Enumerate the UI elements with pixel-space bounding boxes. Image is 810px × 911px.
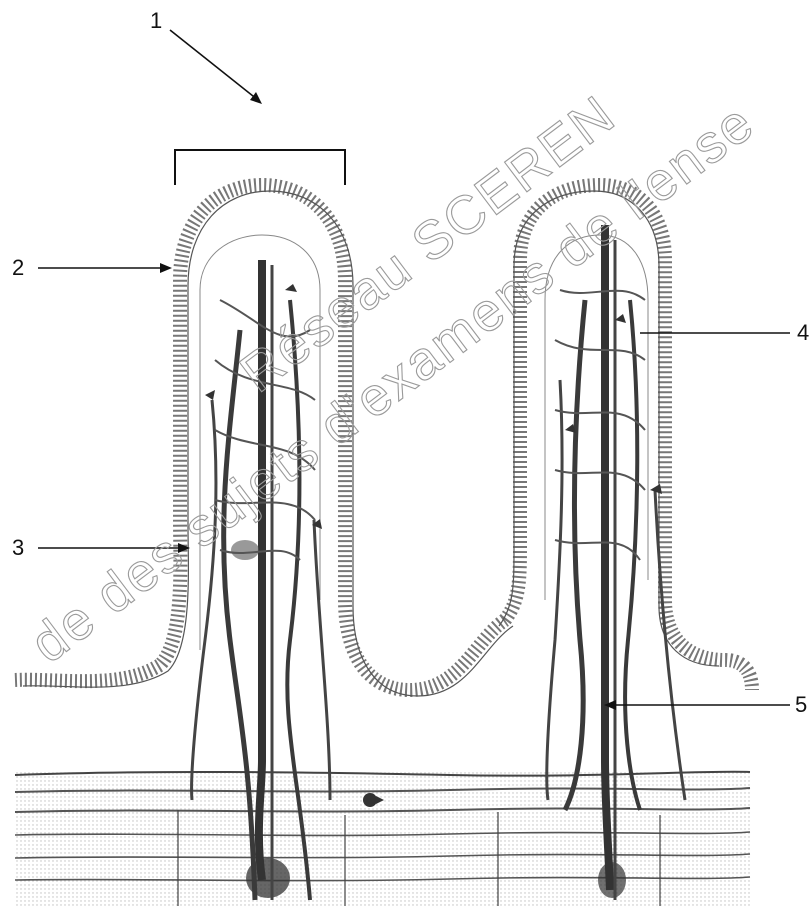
label-2-arrow	[38, 263, 172, 273]
label-2: 2	[12, 257, 24, 279]
label-5: 5	[795, 694, 807, 716]
watermark: de des sujets d'examens de l'ense Réseau…	[0, 20, 765, 674]
label-4: 4	[797, 322, 809, 344]
label-5-arrow	[604, 700, 790, 710]
watermark-line-1: de des sujets d'examens de l'ense	[20, 92, 765, 674]
tissue-base-layer	[15, 770, 750, 906]
label-3: 3	[12, 537, 24, 559]
label-1: 1	[150, 10, 162, 32]
label-1-arrow	[170, 30, 262, 104]
